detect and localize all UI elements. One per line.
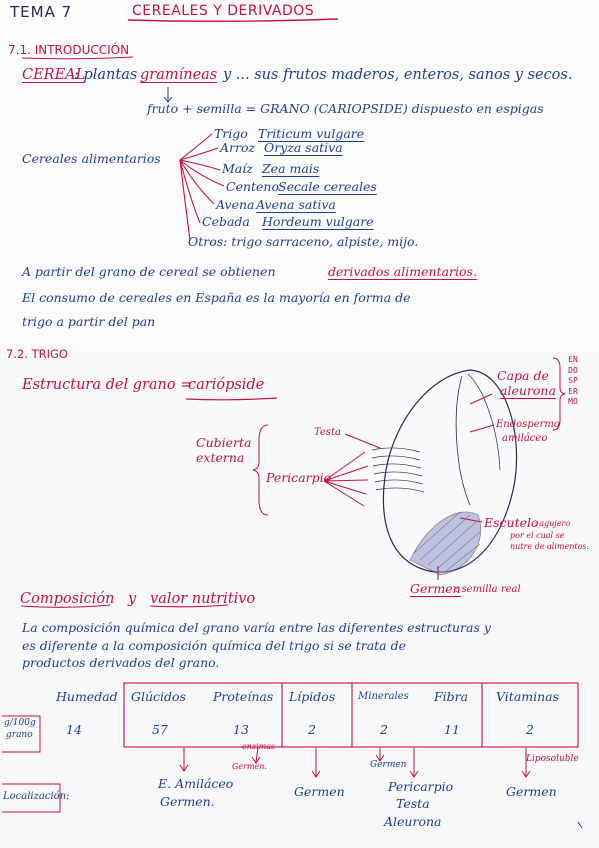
cereal-name: Avena xyxy=(216,197,255,212)
capa-1: Capa de xyxy=(497,368,549,383)
comp-para3: productos derivados del grano. xyxy=(22,655,220,670)
trigo-heading: 7.2. TRIGO xyxy=(6,347,68,361)
cereal-def-b: gramíneas xyxy=(140,67,218,83)
cubierta-2: externa xyxy=(196,450,245,465)
cereal-latin: Hordeum vulgare xyxy=(262,214,374,229)
cereal-def-a: : plantas xyxy=(74,67,138,83)
cereal-latin: Secale cereales xyxy=(278,179,377,194)
pericarpio-label: Pericarpio xyxy=(266,470,332,485)
col-value: 14 xyxy=(66,722,82,737)
tema-label: TEMA 7 xyxy=(10,3,73,21)
col-value: 2 xyxy=(380,722,388,737)
estructura-a: Estructura del grano = xyxy=(22,377,193,393)
cereal-latin: Oryza sativa xyxy=(264,140,343,155)
endosp-2: amiláceo xyxy=(502,433,548,444)
cereal-def-c: y ... sus frutos maderos, enteros, sanos… xyxy=(223,67,573,83)
escutelo-label: Escutelo xyxy=(484,515,539,530)
col-header: Minerales xyxy=(358,691,409,702)
enzimas-note: enzimas xyxy=(242,742,276,751)
cereal-name: Maíz xyxy=(222,161,253,176)
otros-line: Otros: trigo sarraceno, alpiste, mijo. xyxy=(188,234,419,249)
intro-heading: 7.1. INTRODUCCIÓN xyxy=(8,43,130,57)
endospermo-vertical: ENDOSPERMO xyxy=(568,355,578,406)
para3: trigo a partir del pan xyxy=(22,314,156,329)
row-label-2: grano xyxy=(6,730,33,740)
col-value: 2 xyxy=(526,722,534,737)
para1-b: derivados alimentarios. xyxy=(328,264,477,279)
estructura-b: cariópside xyxy=(188,377,265,393)
col-header: Glúcidos xyxy=(131,689,186,704)
loc-fibra-1: Pericarpio xyxy=(388,779,454,794)
cereal-latin: Triticum vulgare xyxy=(258,126,365,141)
col-header: Vitaminas xyxy=(496,689,560,704)
composicion-heading-a: Composición xyxy=(20,591,115,607)
liposoluble-note: Liposoluble xyxy=(526,754,579,764)
col-value: 2 xyxy=(308,722,316,737)
comp-para2: es diferente a la composición química de… xyxy=(22,638,407,653)
para1-a: A partir del grano de cereal se obtienen xyxy=(22,264,276,279)
loc-glucidos-2: Germen. xyxy=(160,794,215,809)
composicion-heading-c: valor nutritivo xyxy=(150,591,256,607)
fruto-line: fruto + semilla = GRANO (CARIOPSIDE) dis… xyxy=(147,101,544,116)
cereal-latin: Zea mais xyxy=(262,161,320,176)
col-header: Fibra xyxy=(434,689,469,704)
loc-fibra-2: Testa xyxy=(396,796,430,811)
germen-small-note: Germen. xyxy=(232,762,267,771)
testa-label: Testa xyxy=(314,427,341,438)
germen-label: Germen xyxy=(410,581,461,596)
col-value: 11 xyxy=(444,722,460,737)
col-header: Humedad xyxy=(56,689,118,704)
germen-note: : semilla real xyxy=(455,584,521,595)
col-value: 13 xyxy=(233,722,249,737)
loc-lipidos: Germen xyxy=(294,784,345,799)
cereal-label: CEREAL xyxy=(22,67,86,83)
cereal-name: Centeno xyxy=(226,179,280,194)
escutelo-note-1: : agujero xyxy=(534,519,571,528)
cereales-alimentarios: Cereales alimentarios xyxy=(22,151,161,166)
germen-minerales: Germen xyxy=(370,760,407,770)
col-value: 57 xyxy=(152,722,168,737)
capa-2: aleurona xyxy=(500,383,556,398)
col-header: Proteínas xyxy=(213,689,274,704)
para2: El consumo de cereales en España es la m… xyxy=(22,290,411,305)
comp-para1: La composición química del grano varía e… xyxy=(22,620,491,635)
cereal-name: Arroz xyxy=(220,140,256,155)
cubierta-1: Cubierta xyxy=(196,435,252,450)
composicion-heading-b: y xyxy=(128,591,137,607)
cereal-name: Cebada xyxy=(202,214,250,229)
endosp-1: Endospermo xyxy=(496,419,560,430)
row-label-1: g/100g xyxy=(4,718,36,728)
localizacion-label: Localización: xyxy=(3,791,70,802)
loc-vitaminas: Germen xyxy=(506,784,557,799)
escutelo-note-2: por el cual se xyxy=(510,531,565,540)
loc-fibra-3: Aleurona xyxy=(384,814,442,829)
cereal-latin: Avena sativa xyxy=(256,197,336,212)
page-title: CEREALES Y DERIVADOS xyxy=(132,3,315,19)
cereal-name: Trigo xyxy=(214,126,248,141)
escutelo-note-3: nutre de alimentos. xyxy=(510,542,590,551)
col-header: Lípidos xyxy=(289,689,336,704)
loc-glucidos-1: E. Amiláceo xyxy=(158,776,234,791)
